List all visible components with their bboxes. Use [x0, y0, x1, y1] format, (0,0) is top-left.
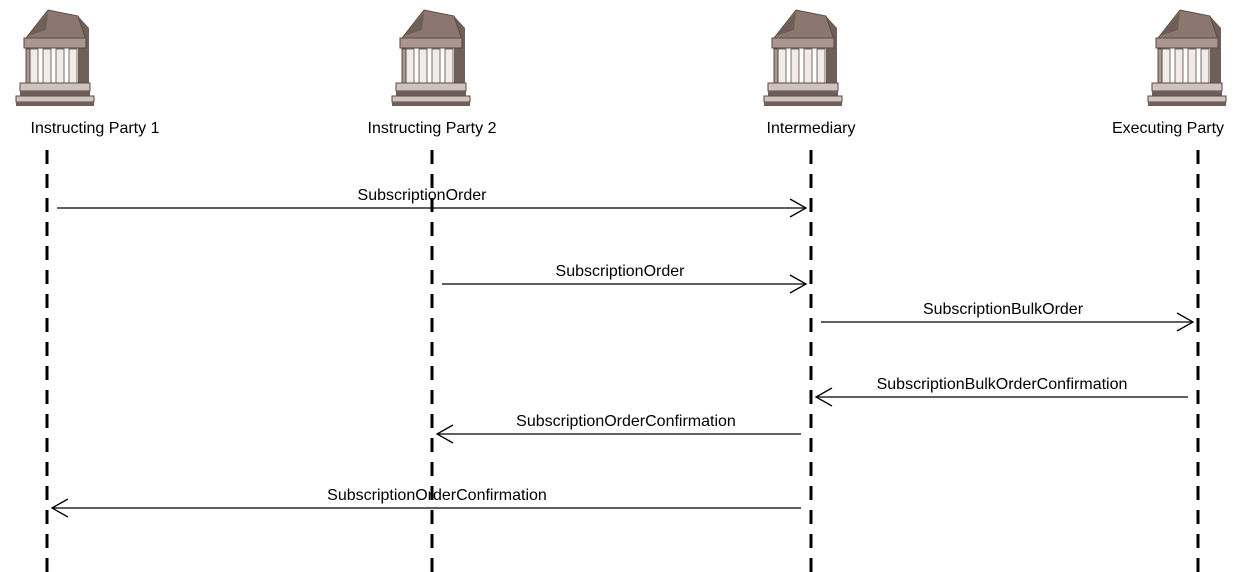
message-3: SubscriptionBulkOrder	[821, 301, 1195, 332]
bank-building-icon	[763, 9, 843, 106]
message-label: SubscriptionOrderConfirmation	[516, 413, 736, 430]
arrowhead-icon	[1176, 312, 1195, 332]
arrowhead-icon	[435, 424, 454, 444]
message-label: SubscriptionOrderConfirmation	[327, 487, 547, 504]
message-1: SubscriptionOrder	[57, 187, 808, 218]
participant-label-ip1: Instructing Party 1	[31, 120, 160, 137]
message-label: SubscriptionOrder	[556, 263, 686, 280]
message-5: SubscriptionOrderConfirmation	[435, 413, 801, 444]
bank-building-icon	[1147, 9, 1227, 106]
message-label: SubscriptionOrder	[358, 187, 488, 204]
message-6: SubscriptionOrderConfirmation	[50, 487, 801, 518]
participant-label-exp: Executing Party	[1112, 120, 1224, 137]
bank-building-icon	[15, 9, 95, 106]
bank-building-icon	[391, 9, 471, 106]
message-label: SubscriptionBulkOrderConfirmation	[877, 376, 1128, 393]
message-label: SubscriptionBulkOrder	[923, 301, 1084, 318]
participant-label-ip2: Instructing Party 2	[368, 120, 497, 137]
participant-label-int: Intermediary	[767, 120, 856, 137]
message-2: SubscriptionOrder	[442, 263, 808, 294]
arrowhead-icon	[50, 498, 69, 518]
arrowhead-icon	[814, 387, 833, 407]
message-4: SubscriptionBulkOrderConfirmation	[814, 376, 1188, 407]
arrowhead-icon	[789, 198, 808, 218]
arrowhead-icon	[789, 274, 808, 294]
